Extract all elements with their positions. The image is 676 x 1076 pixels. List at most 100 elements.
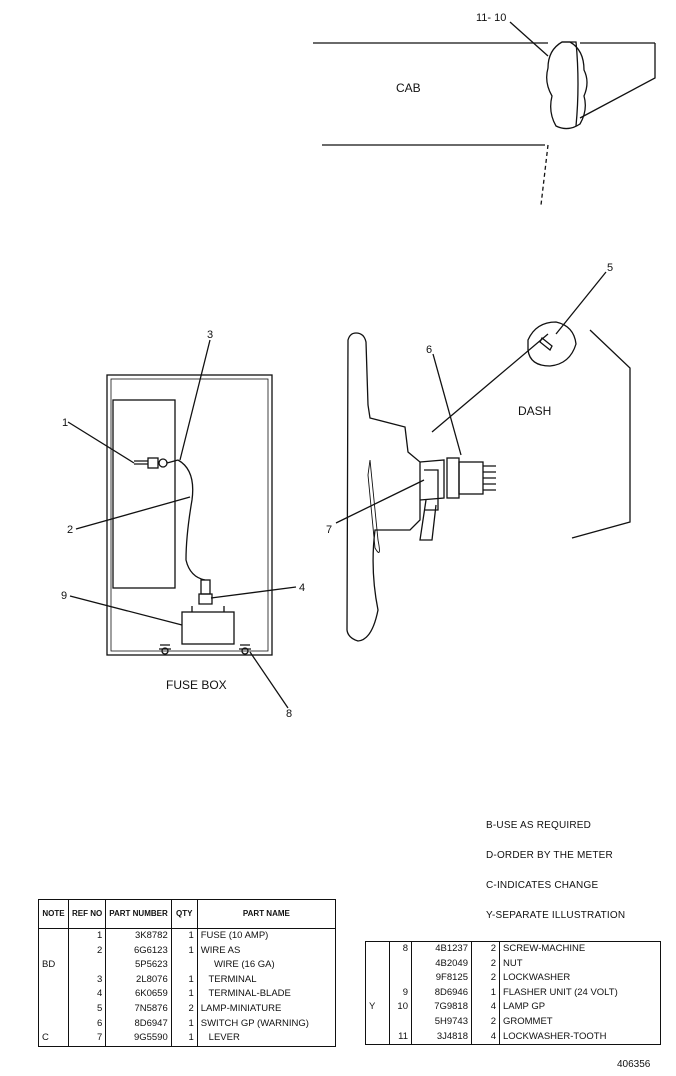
part-name-cell: TERMINAL [200,973,257,985]
header-part-number: PART NUMBER [105,899,172,929]
part-name-cell: LEVER [200,1032,240,1044]
ref-cell [389,956,412,972]
ref-cell: 4 [68,987,107,1002]
note-cell [38,987,69,1002]
callout-5: 5 [607,262,613,274]
note-cell [365,956,390,972]
part-number-cell: 5P5623 [105,958,172,973]
part-name-cell: NUT [503,957,523,969]
part-number-cell: 6G6123 [105,943,172,959]
qty-cell: 1 [171,928,198,944]
header-ref: REF NO [68,899,107,929]
part-number-cell: 9F8125 [411,971,472,986]
qty-cell: 1 [171,943,198,959]
leader-11-10 [509,21,549,57]
note-y: Y-SEPARATE ILLUSTRATION [486,910,626,921]
dash-label: DASH [518,404,551,418]
note-cell [38,1001,69,1017]
part-number-cell: 8D6946 [411,985,472,1001]
ref-cell: 10 [389,1000,412,1015]
ref-cell [68,958,107,973]
note-cell [38,928,69,944]
header-qty: QTY [171,899,198,929]
ref-cell [389,971,412,986]
note-cell [365,1014,390,1030]
qty-cell: 1 [171,987,198,1002]
ref-cell: 1 [68,928,107,944]
leader-8 [249,651,289,709]
ref-cell: 9 [389,985,412,1001]
note-cell [365,1029,390,1045]
fuse-box-view [67,339,297,709]
part-name-cell: WIRE AS [200,944,241,956]
leader-5 [555,271,607,335]
qty-cell: 1 [171,972,198,988]
parts-diagram: CAB DASH FUSE BOX 11- 10 1 2 3 4 5 6 7 8… [61,12,656,720]
leader-6 [432,353,462,456]
note-cell: BD [38,958,69,973]
qty-cell: 1 [171,1016,198,1032]
qty-cell: 2 [171,1001,198,1017]
note-cell: Y [365,1000,390,1015]
lamp-hole [527,321,577,367]
ref-cell: 7 [68,1031,107,1047]
fuse-box-label: FUSE BOX [166,678,227,692]
qty-cell: 1 [171,1031,198,1047]
part-name-cell: LAMP-MINIATURE [200,1002,282,1014]
drawing-number: 406356 [617,1059,651,1070]
header-note: NOTE [38,899,69,929]
lamp-group-body [546,41,588,130]
parts-table-header: NOTE REF NO PART NUMBER QTY PART NAME [38,899,336,929]
callout-8: 8 [286,708,292,720]
dash-edge [431,329,631,539]
part-name-cell: LOCKWASHER-TOOTH [503,1030,607,1042]
note-cell [38,943,69,959]
qty-cell: 2 [471,1014,500,1030]
cab-view [313,21,656,206]
part-number-cell: 3J4818 [411,1029,472,1045]
note-c: C-INDICATES CHANGE [486,880,599,891]
part-name-cell: WIRE (16 GA) [200,959,275,971]
part-name-cell: FUSE (10 AMP) [200,930,269,941]
leader-2 [75,496,191,530]
qty-cell: 2 [471,971,500,986]
ref-cell [389,1014,412,1030]
ref-cell: 5 [68,1001,107,1017]
note-cell [365,941,390,957]
qty-cell: 4 [471,1000,500,1015]
qty-cell: 4 [471,1029,500,1045]
callout-3: 3 [207,329,213,341]
dash-view [335,271,631,642]
part-name-cell: SWITCH GP (WARNING) [200,1017,309,1029]
note-cell [365,985,390,1001]
part-number-cell: 5H9743 [411,1014,472,1030]
callout-1: 1 [62,417,68,429]
leader-4 [210,586,297,599]
header-part-name: PART NAME [197,899,336,929]
callout-6: 6 [426,344,432,356]
note-cell [38,972,69,988]
part-number-cell: 6K0659 [105,987,172,1002]
note-cell [38,1016,69,1032]
callout-9: 9 [61,590,67,602]
ref-cell: 8 [389,941,412,957]
cab-label: CAB [396,81,421,95]
part-name-cell: SCREW-MACHINE [503,943,586,954]
part-number-cell: 7G9818 [411,1000,472,1015]
ref-cell: 3 [68,972,107,988]
qty-cell: 1 [471,985,500,1001]
part-number-cell: 2L8076 [105,972,172,988]
note-cell: C [38,1031,69,1047]
